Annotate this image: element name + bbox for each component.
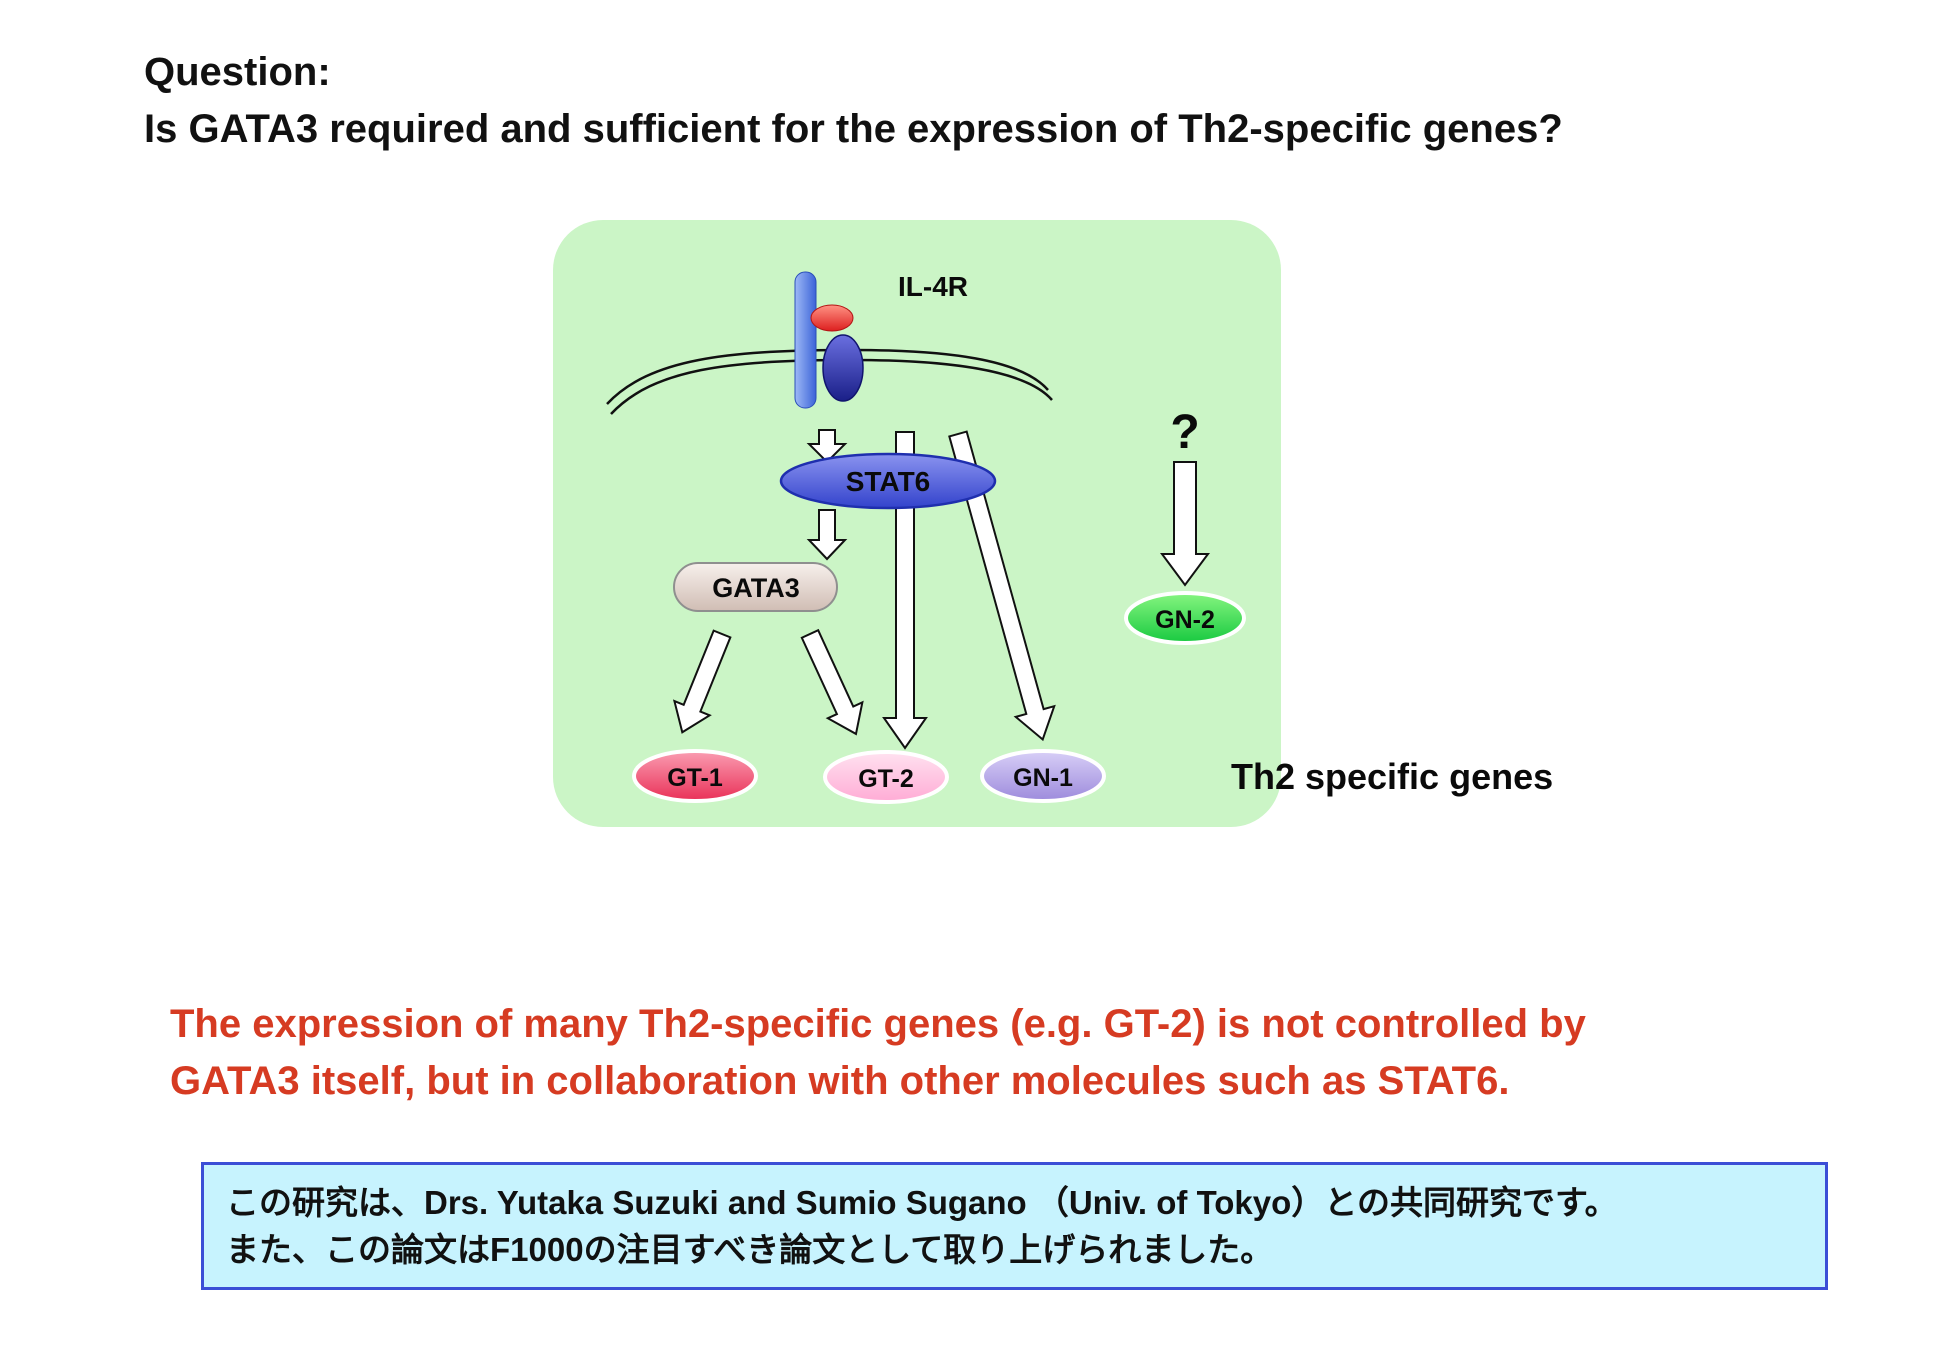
conclusion-line-1: The expression of many Th2-specific gene… xyxy=(170,1002,1586,1046)
question-title-block: Question: Is GATA3 required and sufficie… xyxy=(144,44,1563,158)
gt2-label: GT-2 xyxy=(858,765,914,793)
diagram-panel xyxy=(553,220,1281,827)
gn1-label: GN-1 xyxy=(1013,764,1073,792)
th2-genes-caption: Th2 specific genes xyxy=(1231,756,1553,797)
gata3-node xyxy=(673,562,838,612)
il4r-ligand-icon xyxy=(810,304,854,332)
gn2-label: GN-2 xyxy=(1155,606,1215,634)
gn1-node xyxy=(980,749,1106,803)
stat6-label: STAT6 xyxy=(846,466,931,497)
gn2-node xyxy=(1124,591,1246,645)
arrow-gata3-to-gt1 xyxy=(672,629,732,734)
il4r-subunit-icon xyxy=(822,334,864,402)
note-line-1: この研究は、Drs. Yutaka Suzuki and Sumio Sugan… xyxy=(226,1184,1618,1221)
arrow-stat6-to-gata3 xyxy=(806,509,848,561)
il4r-receptor-icon xyxy=(794,271,864,409)
conclusion-line-2: GATA3 itself, but in collaboration with … xyxy=(170,1059,1510,1103)
gt1-label: GT-1 xyxy=(667,764,723,792)
question-text: Is GATA3 required and sufficient for the… xyxy=(144,107,1563,151)
conclusion-text-block: The expression of many Th2-specific gene… xyxy=(170,996,1586,1110)
arrow-membrane-to-stat6 xyxy=(806,429,848,464)
stat6-node xyxy=(779,452,997,510)
il4r-chain-bar-icon xyxy=(794,271,817,409)
gata3-label: GATA3 xyxy=(712,573,800,603)
arrow-gata3-to-gt2 xyxy=(800,628,864,736)
arrow-unknown-to-gn2 xyxy=(1160,461,1210,587)
gt1-node xyxy=(632,749,758,803)
collaboration-note-box: この研究は、Drs. Yutaka Suzuki and Sumio Sugan… xyxy=(201,1162,1828,1290)
il4r-label: IL-4R xyxy=(898,271,968,302)
unknown-pathway-question-mark: ? xyxy=(1170,406,1199,459)
gt2-node xyxy=(823,750,949,804)
question-heading: Question: xyxy=(144,50,331,94)
note-line-2: また、この論文はF1000の注目すべき論文として取り上げられました。 xyxy=(226,1231,1274,1268)
